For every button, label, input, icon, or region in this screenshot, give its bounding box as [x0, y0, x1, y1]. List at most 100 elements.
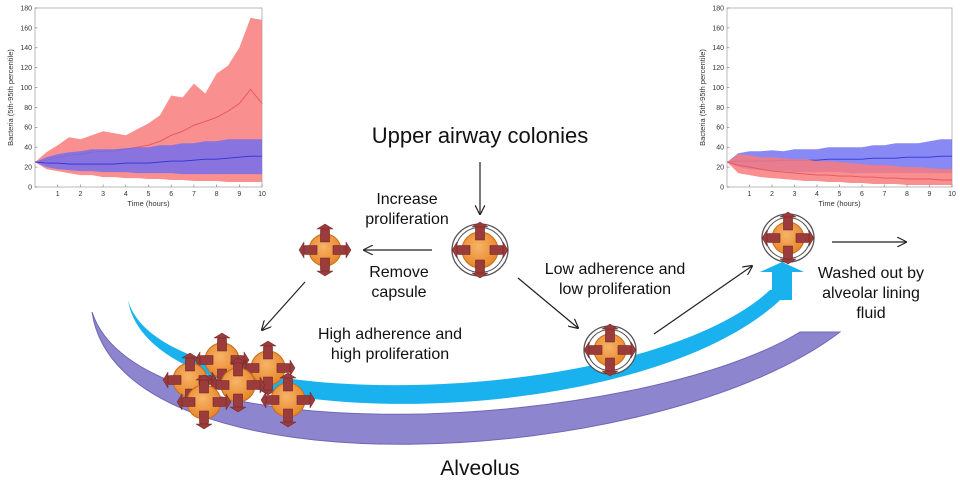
bacteria-cells	[162, 211, 815, 430]
label-high-adherence: High adherence and high proliferation	[317, 326, 463, 363]
washout-bacterium	[761, 211, 815, 265]
label-upper-airway: Upper airway colonies	[371, 123, 589, 148]
y-axis-title: Bacteria (5th-95th percentile)	[6, 49, 15, 146]
adhesin-tip	[195, 374, 213, 381]
adherent-bacterium	[194, 332, 250, 388]
y-tick-label: 180	[712, 5, 724, 12]
y-tick-label: 80	[24, 105, 32, 112]
decapsulated-bacterium	[298, 223, 352, 277]
y-tick-label: 100	[712, 85, 724, 92]
y-tick-label: 40	[24, 145, 32, 152]
arrow-to-washout-cell	[653, 266, 752, 335]
adhesin-tip	[779, 258, 797, 265]
adhesin-tip	[259, 376, 266, 394]
x-tick-label: 6	[169, 191, 173, 198]
adhesin-tip	[229, 357, 247, 364]
x-tick-label: 3	[793, 191, 797, 198]
label-remove-capsule: Remove capsule	[369, 264, 429, 301]
adhesin-tip	[225, 393, 232, 411]
adhesin-tip	[761, 229, 768, 247]
y-tick-label: 120	[712, 65, 724, 72]
y-tick-label: 160	[20, 25, 32, 32]
x-tick-label: 3	[101, 191, 105, 198]
x-tick-label: 2	[78, 191, 82, 198]
label-washed-out: Washed out by alveolar lining fluid	[817, 265, 925, 322]
adherent-bacterium	[210, 357, 266, 413]
adhesin-tip	[583, 341, 590, 359]
y-tick-label: 80	[716, 105, 724, 112]
adhesin-tip	[779, 211, 797, 218]
x-tick-label: 7	[192, 191, 196, 198]
adhesin-tip	[309, 391, 316, 409]
adhesin-tip	[213, 332, 231, 339]
adhesin-tip	[601, 323, 619, 330]
capsulated-bacterium-upper	[451, 221, 509, 279]
arrow-to-adherent-cluster	[262, 281, 306, 330]
y-axis-title: Bacteria (5th-95th percentile)	[698, 49, 707, 146]
adhesin-tip	[630, 341, 637, 359]
series-median-red	[726, 161, 952, 181]
x-axis-title: Time (hours)	[127, 199, 170, 208]
series-median-blue	[34, 155, 262, 165]
adhesin-tip	[502, 241, 509, 259]
y-tick-label: 40	[716, 145, 724, 152]
arrow-to-low-adherence	[517, 277, 578, 328]
adhesin-tip	[316, 223, 334, 230]
x-tick-label: 1	[748, 191, 752, 198]
adhesin-tip	[181, 352, 199, 359]
label-increase-proliferation: Increase proliferation	[365, 191, 449, 228]
adhesin-tip	[808, 229, 815, 247]
x-tick-label: 6	[860, 191, 864, 198]
y-tick-label: 20	[716, 165, 724, 172]
y-tick-label: 120	[20, 65, 32, 72]
y-tick-label: 140	[20, 45, 32, 52]
label-low-adherence: Low adherence and low proliferation	[544, 261, 686, 298]
x-tick-label: 4	[815, 191, 819, 198]
adhesin-tip	[298, 241, 305, 259]
adhesin-tip	[471, 272, 489, 279]
x-tick-label: 9	[928, 191, 932, 198]
label-alveolus: Alveolus	[440, 457, 520, 480]
adhesin-tip	[162, 371, 169, 389]
y-tick-label: 140	[712, 45, 724, 52]
adhesin-tip	[601, 370, 619, 377]
y-tick-label: 60	[24, 125, 32, 132]
y-tick-label: 0	[720, 184, 724, 191]
adhesin-tip	[279, 421, 297, 428]
adhesin-tip	[194, 351, 201, 369]
y-tick-label: 160	[712, 25, 724, 32]
adhesin-tip	[451, 241, 458, 259]
x-tick-label: 5	[838, 191, 842, 198]
y-tick-label: 60	[716, 125, 724, 132]
adhesin-tip	[259, 389, 277, 396]
adhesin-tip	[316, 270, 334, 277]
x-tick-label: 8	[905, 191, 909, 198]
adherent-bacterium	[260, 372, 316, 428]
y-tick-label: 100	[20, 85, 32, 92]
y-tick-label: 0	[28, 184, 32, 191]
adhesin-tip	[279, 372, 297, 379]
series-band-red	[727, 154, 952, 185]
y-tick-label: 180	[20, 5, 32, 12]
y-tick-label: 20	[24, 165, 32, 172]
x-tick-label: 7	[883, 191, 887, 198]
adherent-bacterium	[176, 374, 232, 430]
adhesin-tip	[229, 406, 247, 413]
series-band-blue	[35, 139, 262, 175]
x-tick-label: 1	[56, 191, 60, 198]
x-tick-label: 5	[147, 191, 151, 198]
adhesin-tip	[471, 221, 489, 228]
x-tick-label: 4	[124, 191, 128, 198]
x-tick-label: 2	[770, 191, 774, 198]
series-band-red	[35, 17, 262, 183]
adhesin-tip	[345, 241, 352, 259]
low-adherence-bacterium	[583, 323, 637, 377]
flow-arrowhead	[760, 262, 804, 300]
adhesin-tip	[289, 359, 296, 377]
x-tick-label: 9	[237, 191, 241, 198]
adhesin-tip	[195, 423, 213, 430]
x-axis-title: Time (hours)	[818, 199, 861, 208]
x-tick-label: 10	[258, 191, 266, 198]
